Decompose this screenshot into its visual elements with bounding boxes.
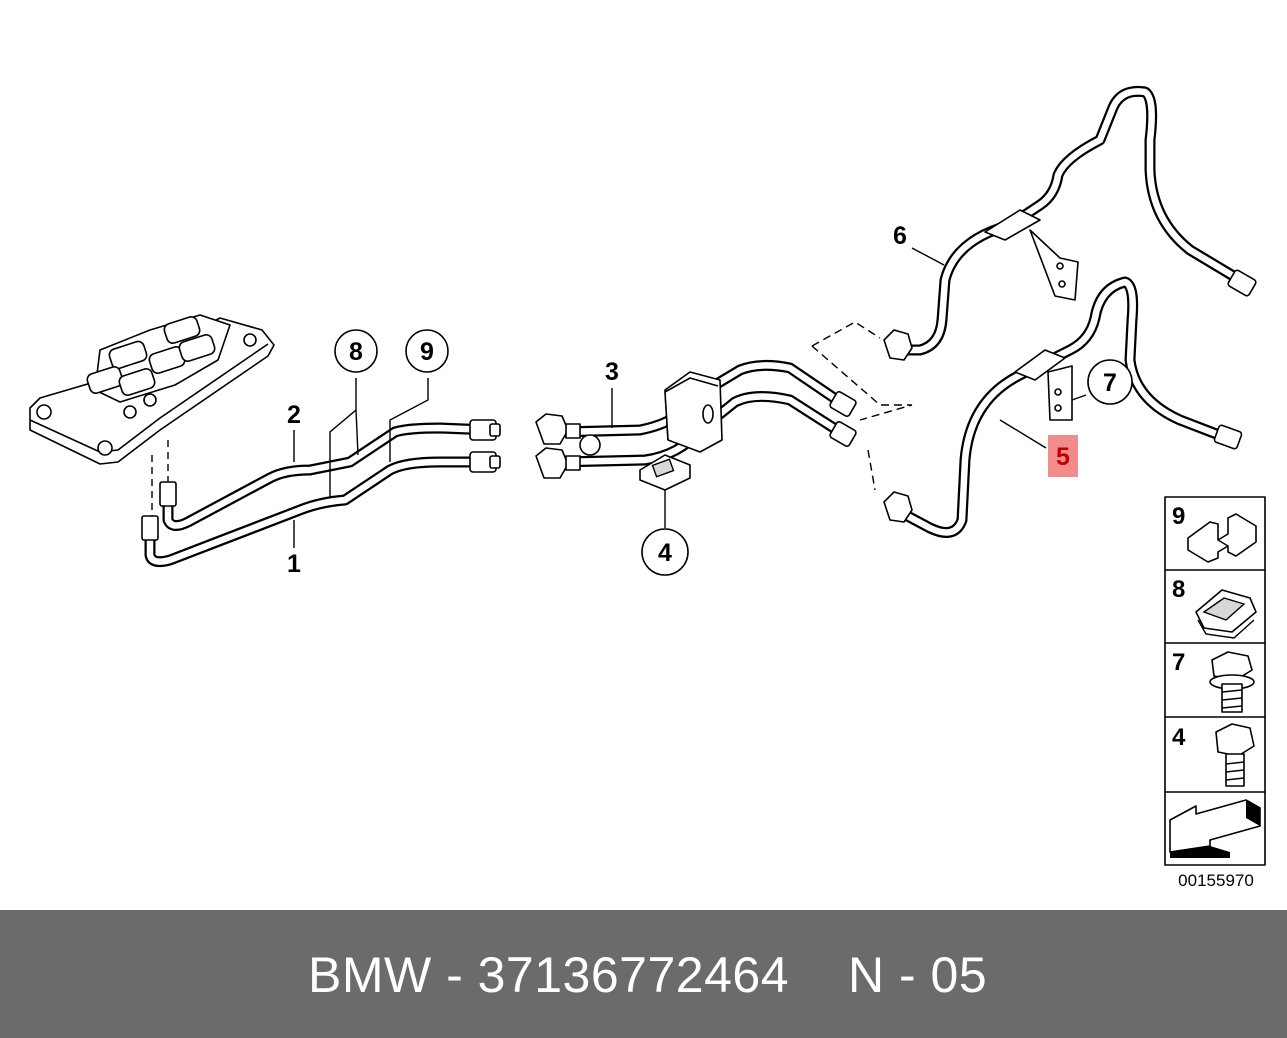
- side-label-9: 9: [1172, 503, 1185, 530]
- footer-bar: BMW - 37136772464 N - 05: [0, 910, 1287, 1038]
- hex-bolt-icon: [1215, 723, 1255, 787]
- dashed-guide: [811, 321, 913, 491]
- callout-7: 7: [1103, 369, 1117, 397]
- callout-6: 6: [893, 222, 907, 250]
- nut-clip-icon: [1195, 589, 1257, 639]
- pipe-fittings-left: [141, 419, 501, 541]
- callout-9: 9: [420, 338, 434, 366]
- side-label-7: 7: [1172, 649, 1185, 676]
- callout-4: 4: [658, 539, 672, 567]
- pipe-2: [162, 422, 496, 531]
- parts-diagram: 2 1 8 9 3 4 6 7 5 9 8 7: [29, 85, 1266, 890]
- pipe-clamp: [639, 371, 723, 491]
- callout-1: 1: [287, 550, 301, 578]
- callout-2: 2: [287, 401, 301, 429]
- callout-labels: 2 1 8 9 3 4 6 7 5: [287, 222, 1133, 578]
- pipe-6: [883, 85, 1257, 361]
- pipe-1: [144, 456, 496, 568]
- position-text: N - 05: [848, 947, 988, 1003]
- clip-icon: [1187, 513, 1257, 563]
- pipe-5: [883, 276, 1243, 538]
- side-parts-panel: 9 8 7 4: [1164, 496, 1266, 866]
- valve-block-illustration: [29, 314, 275, 465]
- side-label-8: 8: [1172, 576, 1185, 603]
- highlight-callout-5: [1048, 435, 1078, 477]
- callout-3: 3: [605, 358, 619, 386]
- callout-5: 5: [1056, 443, 1070, 471]
- part-number-text: BMW - 37136772464: [308, 947, 790, 1003]
- hex-bolt-flange-icon: [1209, 651, 1255, 713]
- arrow-icon: [1169, 799, 1261, 858]
- leader-lines: [293, 247, 1087, 548]
- diagram-number: 00155970: [1178, 871, 1254, 890]
- callout-8: 8: [349, 338, 363, 366]
- side-label-4: 4: [1172, 724, 1186, 751]
